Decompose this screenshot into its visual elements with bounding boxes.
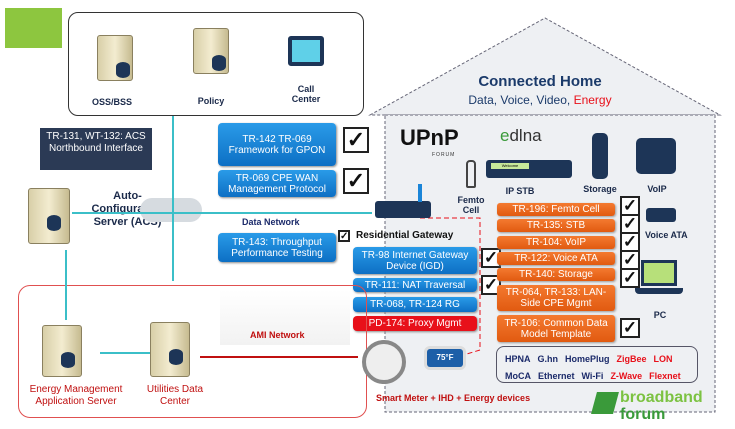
protocol-row-1: HPNA G.hn HomePlug ZigBee LON [505,350,697,367]
house-subtitle: Data, Voice, Video, Energy [440,93,640,107]
connector-line [65,250,67,320]
spec-tr142: TR-142 TR-069 Framework for GPON [218,123,336,166]
protocol-moca: MoCA [505,371,531,381]
acs-northbound-box: TR-131, WT-132: ACS Northbound Interface [40,128,152,170]
oss-bss-label: OSS/BSS [91,97,132,107]
house-title: Connected Home [478,73,602,90]
call-center-label: Call Center [291,84,321,104]
protocols-box: HPNA G.hn HomePlug ZigBee LON MoCA Ethernet Wi… [496,346,698,383]
upnp-logo: UPnP [400,125,459,150]
corner-accent [5,8,62,48]
ami-arrow [200,356,358,358]
spec-tr196: TR-196: Femto Cell [497,203,615,216]
checkbox-icon: ✓ [620,268,640,288]
checkbox-icon: ✓ [620,232,640,252]
checkbox-icon: ✓ [343,127,369,153]
spec-tr098: TR-98 Internet Gateway Device (IGD) [353,247,477,274]
spec-tr068: TR-068, TR-124 RG [353,297,477,312]
dlna-logo: edlna [500,126,542,145]
protocol-zigbee: ZigBee [616,354,647,364]
protocol-row-2: MoCA Ethernet Wi-Fi Z-Wave Flexnet [505,367,697,384]
gateway-label: Residential Gateway [356,230,454,241]
pc-base [635,288,683,294]
protocol-ethernet: Ethernet [538,371,575,381]
spec-tr111: TR-111: NAT Traversal [353,278,477,292]
voice-ata-icon [646,208,676,222]
ems-server-icon [42,325,82,377]
checkbox-icon: ✓ [338,230,350,242]
protocol-zwave: Z-Wave [610,371,643,381]
broadband-forum-logo: broadband forum [591,389,718,424]
policy-label: Policy [197,96,225,106]
protocol-homeplug: HomePlug [565,354,610,364]
spec-tr104: TR-104: VoIP [497,236,615,249]
udc-server-icon [150,322,190,377]
spec-tr106: TR-106: Common Data Model Template [497,315,615,342]
pc-label: PC [653,310,667,320]
spec-tr069: TR-069 CPE WAN Management Protocol [218,170,336,197]
logo-line-1: broadband [620,389,703,406]
storage-icon [592,133,608,179]
voip-phone-icon [636,138,676,174]
checkbox-icon: ✓ [620,214,640,234]
checkbox-icon: ✓ [343,168,369,194]
data-network-label: Data Network [242,217,300,227]
udc-label: Utilities Data Center [146,384,204,407]
spec-tr064: TR-064, TR-133: LAN-Side CPE Mgmt [497,285,615,311]
subtitle-text: Data, Voice, Video, [468,93,574,107]
spec-tr135: TR-135: STB [497,219,615,232]
ip-stb-icon: Welcome [486,160,572,178]
connector-line [72,212,372,214]
femto-label: Femto Cell [457,195,485,215]
wifi-antenna-icon [418,184,422,202]
voice-ata-label: Voice ATA [645,230,688,240]
protocol-flexnet: Flexnet [649,371,681,381]
logo-line-2: forum [620,406,666,423]
backoffice-box [68,12,364,116]
cloud-icon [140,198,202,222]
ems-label: Energy Management Application Server [29,384,123,407]
spec-tr143: TR-143: Throughput Performance Testing [218,233,336,262]
pc-icon [641,260,677,286]
subtitle-energy: Energy [573,93,612,107]
checkbox-icon: ✓ [620,250,640,270]
checkbox-icon: ✓ [620,196,640,216]
spec-pd174: PD-174: Proxy Mgmt [353,316,477,331]
spec-tr140: TR-140: Storage [497,268,615,281]
thermostat-icon: 75°F [424,346,466,370]
protocol-lon: LON [653,354,673,364]
upnp-forum: FORUM [432,152,456,158]
connector-line [172,116,174,281]
energy-devices-label: Smart Meter + IHD + Energy devices [376,393,531,403]
checkbox-icon: ✓ [620,318,640,338]
protocol-hpna: HPNA [505,354,531,364]
protocol-ghn: G.hn [537,354,559,364]
ami-network-label: AMI Network [250,330,305,340]
femto-cell-icon [466,160,476,188]
gateway-router-icon [375,201,431,218]
smart-meter-icon [362,340,406,384]
storage-label: Storage [583,184,617,194]
voip-label: VoIP [647,184,667,194]
acs-server-icon [28,188,70,244]
protocol-wifi: Wi-Fi [581,371,604,381]
stb-screen: Welcome [491,163,529,169]
power-lines-image [220,290,350,345]
spec-tr122: TR-122: Voice ATA [497,252,615,265]
dlna-text: dlna [509,126,542,145]
call-center-icon [288,36,324,66]
thermostat-reading: 75°F [427,349,463,367]
policy-server-icon [193,28,229,74]
oss-bss-server-icon [97,35,133,81]
ip-stb-label: IP STB [505,186,535,196]
connector-line [100,352,150,354]
